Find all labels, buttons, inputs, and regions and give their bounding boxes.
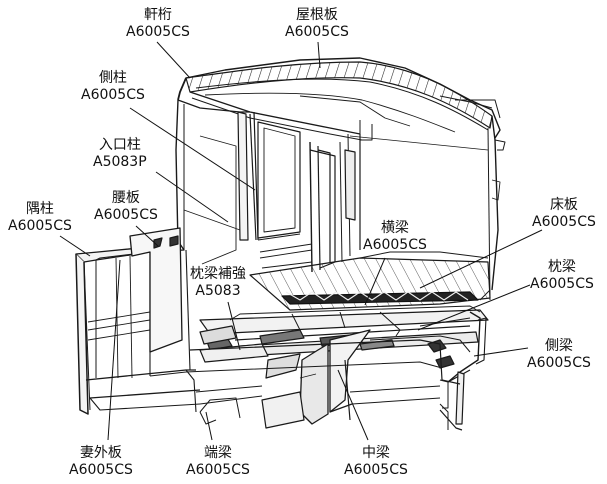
label-floor-plate-name: 床板: [549, 197, 578, 213]
label-corner-post-name: 隅柱: [25, 201, 54, 217]
label-end-outer-panel-name: 妻外板: [79, 445, 122, 461]
label-bolster-reinforcement: 枕梁補強 A5083: [190, 266, 246, 300]
label-end-beam-name: 端梁: [203, 445, 232, 461]
label-center-sill: 中梁 A6005CS: [344, 445, 408, 479]
floor-plate: [249, 251, 491, 311]
label-waist-panel: 腰板 A6005CS: [94, 190, 158, 224]
label-side-post-material: A6005CS: [81, 87, 145, 103]
label-side-post: 側柱 A6005CS: [81, 70, 145, 104]
label-end-beam: 端梁 A6005CS: [186, 445, 250, 479]
end-structure: [75, 227, 461, 430]
side-sill: [439, 311, 487, 431]
label-side-sill-name: 側梁: [544, 338, 573, 354]
label-entrance-post-material: A5083P: [93, 154, 147, 170]
label-cant-rail: 軒桁 A6005CS: [126, 7, 190, 41]
label-bolster-reinforcement-material: A5083: [195, 283, 241, 299]
label-side-sill: 側梁 A6005CS: [527, 338, 591, 372]
label-side-post-name: 側柱: [98, 70, 127, 86]
label-end-outer-panel-material: A6005CS: [69, 462, 133, 478]
label-cant-rail-name: 軒桁: [143, 7, 172, 23]
label-cant-rail-material: A6005CS: [126, 24, 190, 40]
label-roof-panel-material: A6005CS: [285, 24, 349, 40]
end-wall-far: [349, 115, 506, 301]
label-cross-beam-name: 横梁: [380, 220, 409, 236]
label-end-outer-panel: 妻外板 A6005CS: [69, 445, 133, 479]
cant-rail: [177, 77, 373, 141]
label-waist-panel-name: 腰板: [111, 190, 140, 206]
label-waist-panel-material: A6005CS: [94, 207, 158, 223]
label-center-sill-name: 中梁: [361, 445, 390, 461]
label-corner-post-material: A6005CS: [8, 218, 72, 234]
center-sill: [261, 329, 471, 429]
side-wall: [175, 99, 356, 273]
label-entrance-post: 入口柱 A5083P: [93, 137, 147, 171]
label-roof-panel-name: 屋根板: [295, 7, 338, 23]
label-center-sill-material: A6005CS: [344, 462, 408, 478]
label-entrance-post-name: 入口柱: [98, 137, 141, 153]
label-cross-beam: 横梁 A6005CS: [363, 220, 427, 254]
label-bolster-beam-name: 枕梁: [547, 259, 576, 275]
label-roof-panel: 屋根板 A6005CS: [285, 7, 349, 41]
label-floor-plate-material: A6005CS: [532, 214, 596, 230]
label-side-sill-material: A6005CS: [527, 355, 591, 371]
label-bolster-beam: 枕梁 A6005CS: [530, 259, 594, 293]
roof-panel: [185, 57, 501, 139]
label-cross-beam-material: A6005CS: [363, 237, 427, 253]
label-corner-post: 隅柱 A6005CS: [8, 201, 72, 235]
leader-lines: [59, 41, 543, 441]
label-floor-plate: 床板 A6005CS: [532, 197, 596, 231]
label-end-beam-material: A6005CS: [186, 462, 250, 478]
label-bolster-beam-material: A6005CS: [530, 276, 594, 292]
label-bolster-reinforcement-name: 枕梁補強: [190, 266, 246, 282]
